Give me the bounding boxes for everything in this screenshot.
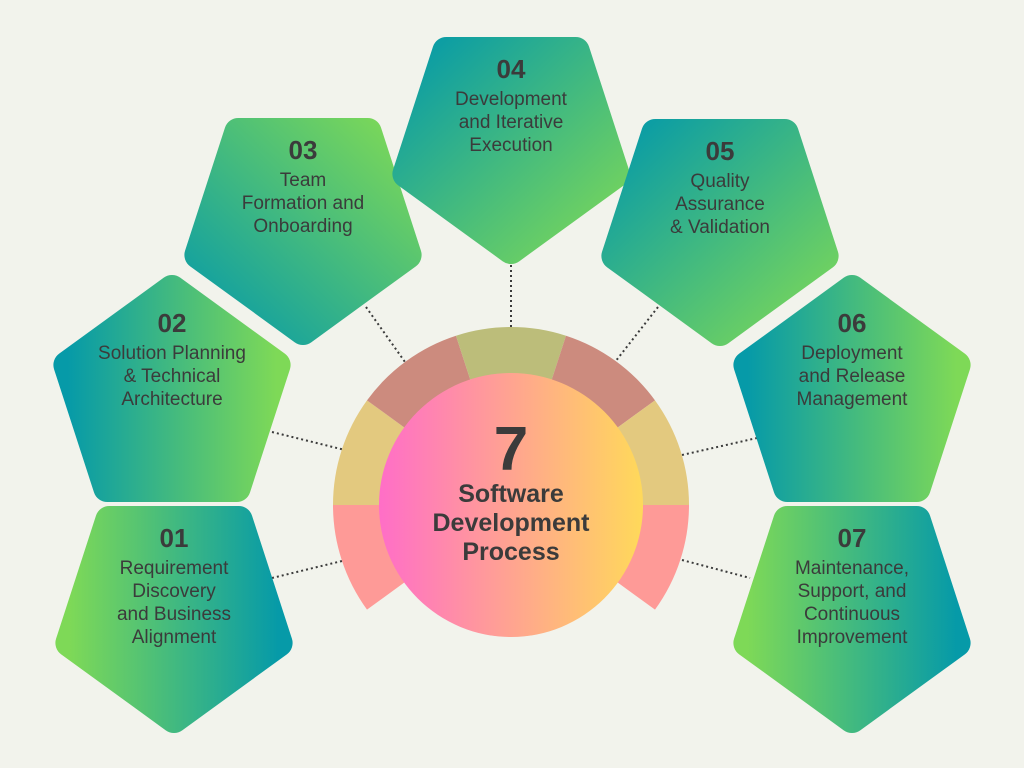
connector-line: [681, 559, 751, 579]
step-label-line: Development: [455, 89, 568, 110]
center-title-line: Process: [462, 538, 559, 566]
step-label-line: Deployment: [801, 343, 903, 364]
step-number: 02: [158, 308, 187, 338]
step-label-line: Discovery: [132, 581, 216, 602]
center-title-line: Development: [433, 509, 591, 537]
step-number: 03: [289, 135, 318, 165]
pentagon-shape: [733, 275, 971, 502]
ring-segment: [455, 327, 567, 391]
pentagon-shape: [53, 275, 291, 502]
step-label-line: Assurance: [675, 194, 765, 215]
connector-line: [614, 306, 659, 363]
step-label-line: Support, and: [798, 581, 907, 602]
step-label-line: & Technical: [124, 366, 221, 387]
center-count: 7: [494, 415, 528, 484]
pentagon-shape: [55, 506, 293, 733]
step-label-line: and Business: [117, 604, 231, 625]
pentagon-shape: [601, 119, 839, 346]
step-label-line: Onboarding: [253, 216, 352, 237]
step-number: 05: [706, 136, 735, 166]
step-number: 07: [838, 523, 867, 553]
connector-line: [681, 437, 758, 456]
ring-segment: [548, 335, 656, 435]
center-circle: [379, 373, 643, 637]
connector-line: [365, 306, 406, 363]
step-label-line: Management: [797, 389, 909, 410]
step-label-line: Improvement: [797, 627, 909, 648]
pentagon-shape: [184, 118, 422, 345]
step-label-line: Maintenance,: [795, 558, 909, 579]
pentagon-shape: [733, 506, 971, 733]
step-label-line: Architecture: [121, 389, 222, 410]
connector-line: [271, 560, 343, 579]
step-number: 06: [838, 308, 867, 338]
step-number: 01: [160, 523, 189, 553]
center-title-line: Software: [458, 480, 564, 508]
step-label-line: Solution Planning: [98, 343, 246, 364]
step-label-line: Alignment: [132, 627, 217, 648]
step-number: 04: [497, 54, 526, 84]
pentagon-shape: [392, 37, 630, 264]
step-label-line: Requirement: [120, 558, 229, 579]
step-label-line: Team: [280, 170, 326, 191]
connectors: [271, 265, 758, 579]
step-label-line: Execution: [469, 135, 552, 156]
step-label-line: Quality: [690, 171, 750, 192]
step-label-line: Formation and: [242, 193, 365, 214]
ring-segment: [366, 335, 474, 435]
step-label-line: and Iterative: [459, 112, 564, 133]
step-label-line: & Validation: [670, 217, 770, 238]
step-label-line: Continuous: [804, 604, 900, 625]
connector-line: [271, 431, 346, 451]
step-label-line: and Release: [799, 366, 906, 387]
